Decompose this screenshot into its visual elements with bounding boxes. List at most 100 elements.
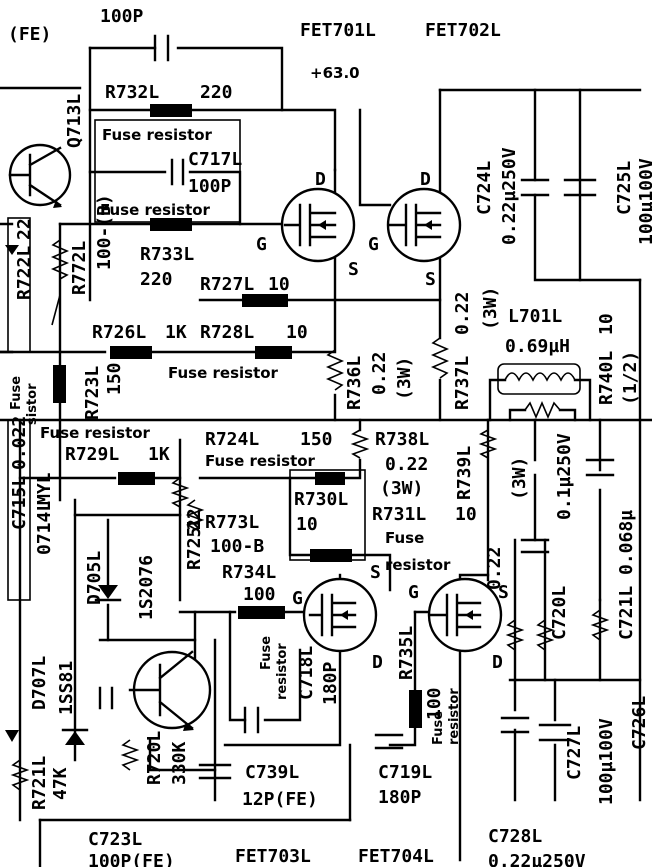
svg-text:0.068µ: 0.068µ [616, 510, 637, 575]
svg-text:Q713L: Q713L [64, 94, 85, 148]
svg-text:1S2076: 1S2076 [136, 555, 157, 620]
wiring [0, 46, 652, 867]
svg-text:220: 220 [200, 82, 233, 103]
svg-text:R740L: R740L [596, 351, 617, 405]
svg-text:resistor: resistor [275, 643, 290, 700]
svg-text:0.22: 0.22 [385, 454, 428, 475]
svg-text:FET704L: FET704L [358, 846, 434, 867]
svg-text:C726L: C726L [629, 696, 650, 750]
svg-text:C715L: C715L [9, 476, 30, 530]
svg-text:0.22µ250V: 0.22µ250V [488, 851, 586, 867]
inductor-l701 [497, 363, 581, 395]
svg-text:100-(B): 100-(B) [94, 194, 115, 270]
svg-text:G: G [408, 582, 419, 603]
svg-text:(3W): (3W) [380, 478, 423, 499]
svg-text:R721L: R721L [29, 756, 50, 810]
svg-text:D: D [315, 169, 326, 190]
svg-text:C720L: C720L [549, 586, 570, 640]
svg-text:MYL: MYL [34, 472, 55, 505]
svg-text:C739L: C739L [245, 762, 299, 783]
svg-text:C721L: C721L [616, 586, 637, 640]
svg-text:22: 22 [14, 218, 35, 240]
svg-text:0.22: 0.22 [452, 292, 473, 335]
svg-text:R736L: R736L [344, 356, 365, 410]
svg-text:150: 150 [300, 429, 333, 450]
svg-text:100: 100 [424, 687, 445, 720]
svg-text:R722L: R722L [14, 246, 35, 300]
svg-text:Fuse: Fuse [9, 376, 24, 410]
svg-text:Fuse resistor: Fuse resistor [40, 424, 151, 442]
svg-text:+63.0: +63.0 [310, 64, 360, 82]
svg-text:(3W): (3W) [394, 357, 415, 400]
svg-text:12P(FE): 12P(FE) [242, 789, 318, 810]
svg-text:FET701L: FET701L [300, 20, 376, 41]
svg-text:R727L: R727L [200, 274, 254, 295]
svg-text:S: S [425, 269, 436, 290]
svg-text:0.69µH: 0.69µH [505, 336, 570, 357]
svg-text:C728L: C728L [488, 826, 542, 847]
svg-text:FET703L: FET703L [235, 846, 311, 867]
svg-text:10: 10 [268, 274, 290, 295]
svg-text:(1/2): (1/2) [620, 351, 641, 405]
svg-text:L701L: L701L [508, 306, 562, 327]
svg-text:resistor: resistor [447, 688, 462, 745]
svg-text:Fuse: Fuse [431, 711, 446, 745]
svg-text:sistor: sistor [25, 383, 40, 425]
grouping-boxes [7, 119, 366, 601]
svg-text:Fuse resistor: Fuse resistor [102, 126, 213, 144]
svg-text:R733L: R733L [140, 244, 194, 265]
svg-text:R772L: R772L [69, 241, 90, 295]
svg-text:R738L: R738L [375, 429, 429, 450]
svg-text:C724L: C724L [474, 161, 495, 215]
svg-text:D707L: D707L [29, 656, 50, 710]
svg-text:0.22: 0.22 [484, 547, 505, 590]
svg-text:100-B: 100-B [210, 536, 264, 557]
zigzag-resistors [10, 239, 610, 791]
transistors [8, 143, 503, 731]
svg-text:R724L: R724L [205, 429, 259, 450]
svg-text:resistor: resistor [385, 556, 451, 574]
svg-text:0.1µ250V: 0.1µ250V [554, 433, 575, 520]
svg-text:R720L: R720L [144, 731, 165, 785]
svg-text:10: 10 [296, 514, 318, 535]
svg-text:10: 10 [596, 313, 617, 335]
svg-text:FET702L: FET702L [425, 20, 501, 41]
svg-text:10: 10 [455, 504, 477, 525]
svg-text:R730L: R730L [294, 489, 348, 510]
svg-text:100µ100V: 100µ100V [636, 158, 652, 245]
svg-text:1K: 1K [165, 322, 187, 343]
svg-text:Fuse: Fuse [259, 636, 274, 670]
svg-text:Fuse: Fuse [385, 529, 424, 547]
svg-text:150: 150 [104, 362, 125, 395]
svg-text:10: 10 [286, 322, 308, 343]
svg-text:R739L: R739L [454, 446, 475, 500]
svg-text:S: S [348, 259, 359, 280]
svg-text:G: G [256, 234, 267, 255]
svg-text:G: G [292, 588, 303, 609]
svg-text:R725L: R725L [184, 516, 205, 570]
svg-text:C718L: C718L [296, 646, 317, 700]
svg-text:C725L: C725L [614, 161, 635, 215]
svg-text:D705L: D705L [84, 551, 105, 605]
svg-text:(3W): (3W) [509, 457, 530, 500]
svg-text:S: S [370, 562, 381, 583]
svg-text:C723L: C723L [88, 829, 142, 850]
svg-text:(FE): (FE) [8, 24, 51, 45]
svg-text:C717L: C717L [188, 149, 242, 170]
svg-text:47K: 47K [50, 767, 71, 800]
component-labels: 100P (FE) FET701L FET702L +63.0 R732L 22… [8, 6, 652, 867]
svg-text:0714L: 0714L [34, 501, 55, 555]
svg-text:180P: 180P [378, 787, 422, 808]
svg-text:S: S [498, 582, 509, 603]
svg-text:C719L: C719L [378, 762, 432, 783]
svg-text:100P(FE): 100P(FE) [88, 851, 175, 867]
svg-text:100P: 100P [100, 6, 144, 27]
fuse-resistors [53, 104, 422, 728]
svg-text:100µ100V: 100µ100V [596, 718, 617, 805]
svg-text:100: 100 [243, 584, 276, 605]
svg-text:R723L: R723L [82, 366, 103, 420]
svg-text:Fuse resistor: Fuse resistor [100, 201, 211, 219]
svg-text:0.22µ250V: 0.22µ250V [499, 147, 520, 245]
svg-text:R729L: R729L [65, 444, 119, 465]
